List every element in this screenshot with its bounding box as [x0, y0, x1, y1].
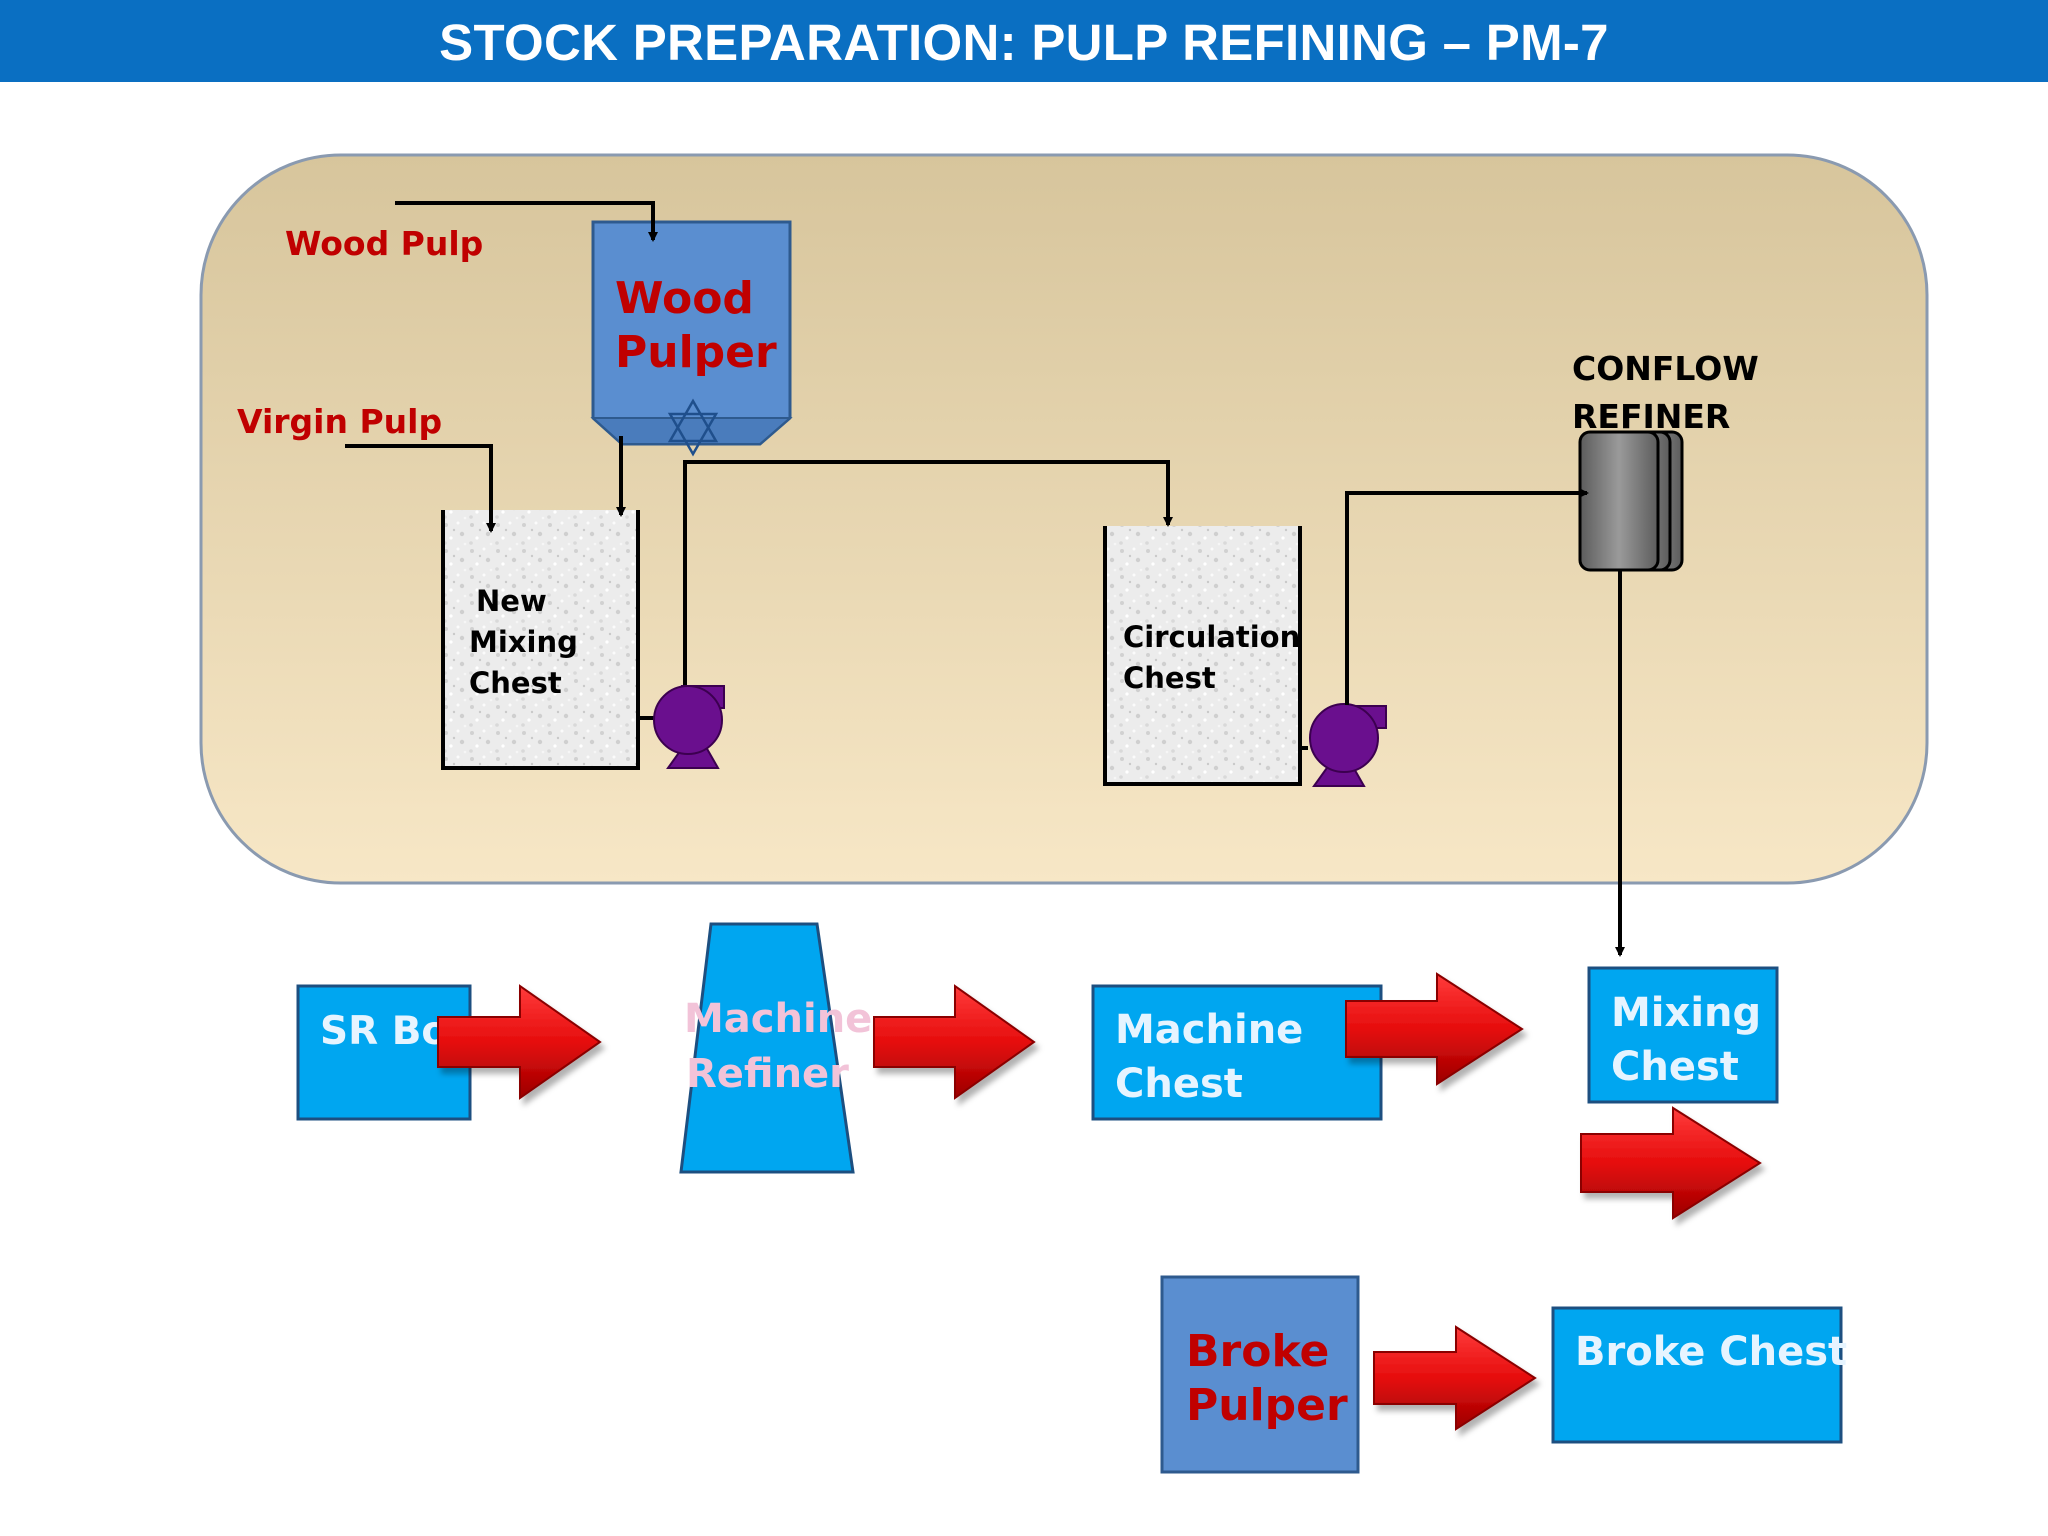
circulation-chest-label: Circulation Chest — [1123, 620, 1310, 695]
conflow-refiner-label: CONFLOW REFINER — [1572, 349, 1770, 436]
red-block-arrow-icon — [1345, 972, 1524, 1086]
red-block-arrow-icon — [437, 984, 602, 1100]
new-mixing-chest-label: New Mixing Chest — [469, 584, 588, 700]
conflow-refiner: CONFLOW REFINER — [1572, 349, 1770, 572]
wood-pulper: Wood Pulper — [590, 220, 793, 457]
title-bar: STOCK PREPARATION: PULP REFINING – PM-7 — [0, 0, 2048, 82]
pipe-virgin-pulp-to-mixing-chest — [345, 444, 496, 533]
page-title: STOCK PREPARATION: PULP REFINING – PM-7 — [439, 14, 1609, 71]
machine-refiner: Machine Refiner — [679, 922, 886, 1174]
machine-refiner-label: Machine Refiner — [684, 996, 886, 1097]
red-block-arrow-icon — [1580, 1106, 1762, 1220]
centrifugal-pump-icon — [1300, 703, 1387, 787]
pipe-pump-to-circulation-chest — [683, 460, 1173, 685]
mixing-chest: Mixing Chest — [1587, 966, 1779, 1104]
red-block-arrow-icon — [873, 984, 1036, 1100]
piping-lines — [345, 201, 1625, 957]
new-mixing-chest: New Mixing Chest — [441, 510, 640, 770]
pipe-wood-pulp-to-pulper — [395, 201, 658, 242]
broke-chest: Broke Chest — [1551, 1306, 1847, 1444]
centrifugal-pump-icon — [638, 685, 725, 769]
machine-chest: Machine Chest — [1091, 984, 1383, 1121]
wood-pulper-label: Wood Pulper — [615, 273, 777, 378]
machine-chest-label: Machine Chest — [1115, 1007, 1317, 1107]
circulation-chest: Circulation Chest — [1103, 526, 1310, 786]
broke-chest-label: Broke Chest — [1575, 1329, 1847, 1375]
mixing-chest-label: Mixing Chest — [1611, 990, 1775, 1090]
broke-pulper: Broke Pulper — [1160, 1275, 1360, 1474]
wood-pulp-input-label: Wood Pulp — [285, 224, 483, 263]
virgin-pulp-input-label: Virgin Pulp — [237, 402, 442, 441]
broke-pulper-label: Broke Pulper — [1186, 1326, 1348, 1431]
process-flow-diagram: Wood Pulp Virgin Pulp Wood Pulper New Mi… — [199, 153, 1929, 1474]
agitator-star-icon — [667, 398, 719, 457]
red-block-arrow-icon — [1373, 1325, 1537, 1431]
pipe-pump-to-refiner — [1345, 488, 1589, 705]
